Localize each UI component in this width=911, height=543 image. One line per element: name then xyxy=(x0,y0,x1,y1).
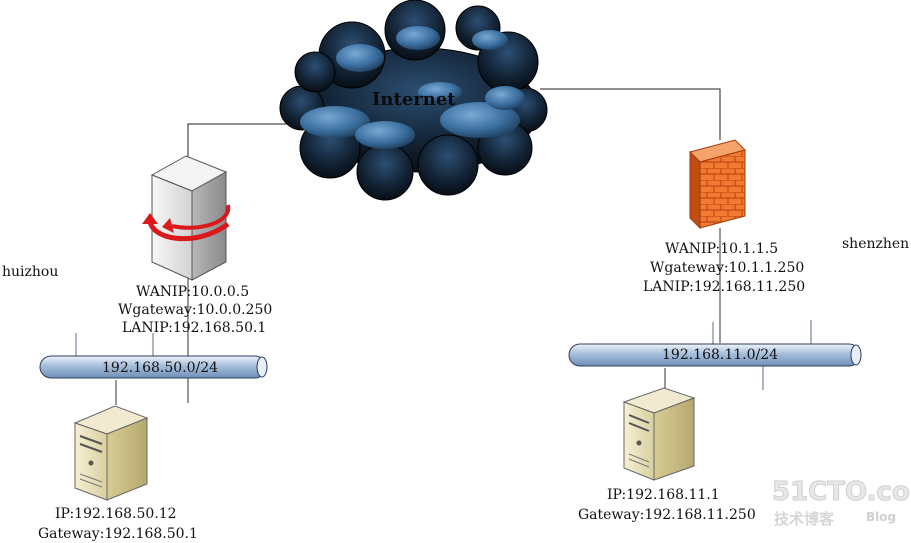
server-gateway-label: Gateway:192.168.50.1 xyxy=(38,526,198,542)
server-icon xyxy=(622,387,696,481)
watermark-logo: 51CTO.com 技术博客 Blog xyxy=(772,477,911,529)
watermark-tagline: 技术博客 xyxy=(774,510,835,528)
server-icon xyxy=(73,405,149,501)
server-ip-label: IP:192.168.11.1 xyxy=(607,487,720,503)
watermark-blog: Blog xyxy=(866,510,896,524)
lan-bus-right: 192.168.11.0/24 xyxy=(568,343,862,367)
links xyxy=(75,88,812,405)
wan-gateway-label: Wgateway:10.0.0.250 xyxy=(118,302,272,318)
lan-ip-label: LANIP:192.168.11.250 xyxy=(643,279,805,295)
subnet-label: 192.168.50.0/24 xyxy=(102,360,218,376)
site-name-label: huizhou xyxy=(2,264,58,280)
lan-bus-left: 192.168.50.0/24 xyxy=(39,355,268,379)
wan-gateway-label: Wgateway:10.1.1.250 xyxy=(650,260,804,276)
server-ip-label: IP:192.168.50.12 xyxy=(55,506,177,522)
link-left-router-internet xyxy=(187,123,292,160)
wan-ip-label: WANIP:10.1.1.5 xyxy=(665,241,778,257)
watermark-brand: 51CTO.com xyxy=(772,477,911,507)
router-icon xyxy=(142,155,231,281)
lan-ip-label: LANIP:192.168.50.1 xyxy=(122,320,266,336)
internet-cloud-icon: Internet xyxy=(279,0,548,201)
wan-ip-label: WANIP:10.0.0.5 xyxy=(136,284,249,300)
internet-label: Internet xyxy=(372,89,456,110)
site-name-label: shenzhen xyxy=(842,236,909,252)
link-right-firewall-internet xyxy=(540,88,721,140)
firewall-icon xyxy=(689,139,746,230)
server-gateway-label: Gateway:192.168.11.250 xyxy=(578,507,756,523)
subnet-label: 192.168.11.0/24 xyxy=(662,347,778,363)
